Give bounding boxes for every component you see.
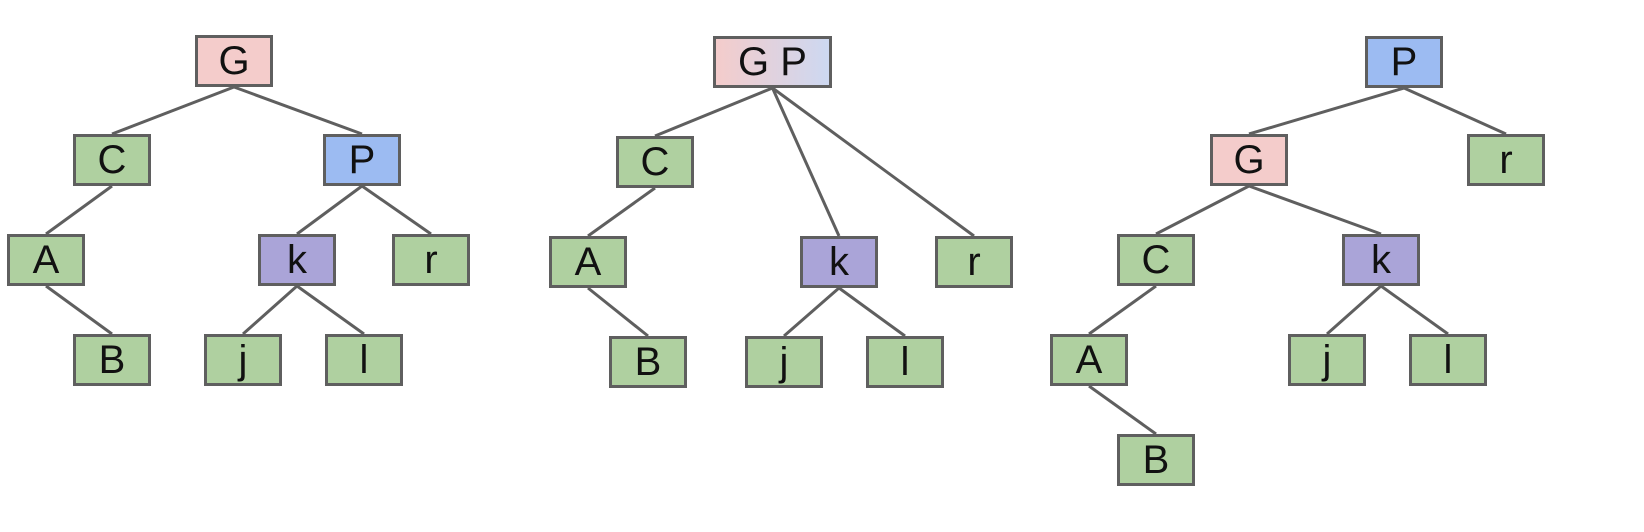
node-tree-3-l: l — [1409, 334, 1487, 386]
edge-tree-3-A-B — [1088, 384, 1157, 436]
edge-tree-1-P-r — [361, 184, 432, 236]
node-tree-3-j: j — [1288, 334, 1366, 386]
node-tree-3-B: B — [1117, 434, 1195, 486]
node-label: G — [1233, 138, 1265, 182]
node-label: B — [1142, 438, 1170, 482]
node-tree-3-C: C — [1117, 234, 1195, 286]
edge-tree-2-A-B — [587, 286, 649, 338]
node-label: r — [1499, 138, 1513, 182]
node-label: P — [348, 138, 376, 182]
edge-tree-1-G-C — [111, 85, 235, 136]
edge-tree-2-C-A — [587, 186, 656, 238]
node-label: k — [287, 238, 307, 282]
node-tree-2-GP: G P — [713, 36, 832, 88]
node-label: P — [1390, 40, 1418, 84]
node-label: r — [424, 238, 438, 282]
node-label: A — [574, 240, 602, 284]
edge-tree-1-P-k — [296, 184, 363, 236]
edge-tree-3-k-j — [1326, 284, 1382, 336]
node-tree-2-j: j — [745, 336, 823, 388]
node-label: j — [779, 340, 789, 384]
node-tree-1-P: P — [323, 134, 401, 186]
node-tree-1-G: G — [195, 35, 273, 87]
edge-tree-3-P-r — [1403, 86, 1507, 136]
edge-tree-1-k-l — [296, 284, 365, 336]
edge-tree-2-GP-C — [654, 86, 774, 138]
node-tree-2-B: B — [609, 336, 687, 388]
edge-tree-3-k-l — [1380, 284, 1449, 336]
node-tree-2-l: l — [866, 336, 944, 388]
node-label: C — [640, 140, 670, 184]
edge-tree-2-GP-r — [771, 86, 975, 238]
node-tree-1-B: B — [73, 334, 151, 386]
node-tree-1-j: j — [204, 334, 282, 386]
node-label: j — [238, 338, 248, 382]
node-tree-3-k: k — [1342, 234, 1420, 286]
node-tree-1-C: C — [73, 134, 151, 186]
edge-tree-1-k-j — [242, 284, 298, 336]
node-label: j — [1322, 338, 1332, 382]
node-tree-3-P: P — [1365, 36, 1443, 88]
node-label: l — [359, 338, 369, 382]
node-label: r — [967, 240, 981, 284]
node-tree-3-G: G — [1210, 134, 1288, 186]
edge-tree-1-G-P — [233, 85, 363, 136]
node-label: C — [97, 138, 127, 182]
edge-tree-3-P-G — [1248, 86, 1405, 136]
node-label: A — [32, 238, 60, 282]
node-label: C — [1141, 238, 1171, 282]
edge-tree-3-G-k — [1248, 184, 1382, 236]
edge-tree-2-k-l — [838, 286, 906, 338]
node-tree-3-A: A — [1050, 334, 1128, 386]
edge-tree-1-A-B — [45, 284, 113, 336]
node-label: G — [218, 39, 250, 83]
node-tree-3-r: r — [1467, 134, 1545, 186]
node-label: B — [98, 338, 126, 382]
edge-tree-1-C-A — [45, 184, 113, 236]
node-tree-2-r: r — [935, 236, 1013, 288]
node-tree-1-k: k — [258, 234, 336, 286]
node-label: A — [1075, 338, 1103, 382]
node-tree-2-A: A — [549, 236, 627, 288]
node-label: B — [634, 340, 662, 384]
node-label: l — [900, 340, 910, 384]
node-tree-1-r: r — [392, 234, 470, 286]
edge-tree-3-C-A — [1088, 284, 1157, 336]
edge-tree-2-GP-k — [771, 87, 841, 237]
node-tree-2-C: C — [616, 136, 694, 188]
node-label: l — [1443, 338, 1453, 382]
node-tree-1-l: l — [325, 334, 403, 386]
edge-tree-2-k-j — [783, 286, 840, 338]
node-label: k — [829, 240, 849, 284]
node-tree-2-k: k — [800, 236, 878, 288]
edge-tree-3-G-C — [1155, 184, 1250, 236]
node-label: k — [1371, 238, 1391, 282]
node-tree-1-A: A — [7, 234, 85, 286]
node-label: G P — [738, 40, 807, 84]
